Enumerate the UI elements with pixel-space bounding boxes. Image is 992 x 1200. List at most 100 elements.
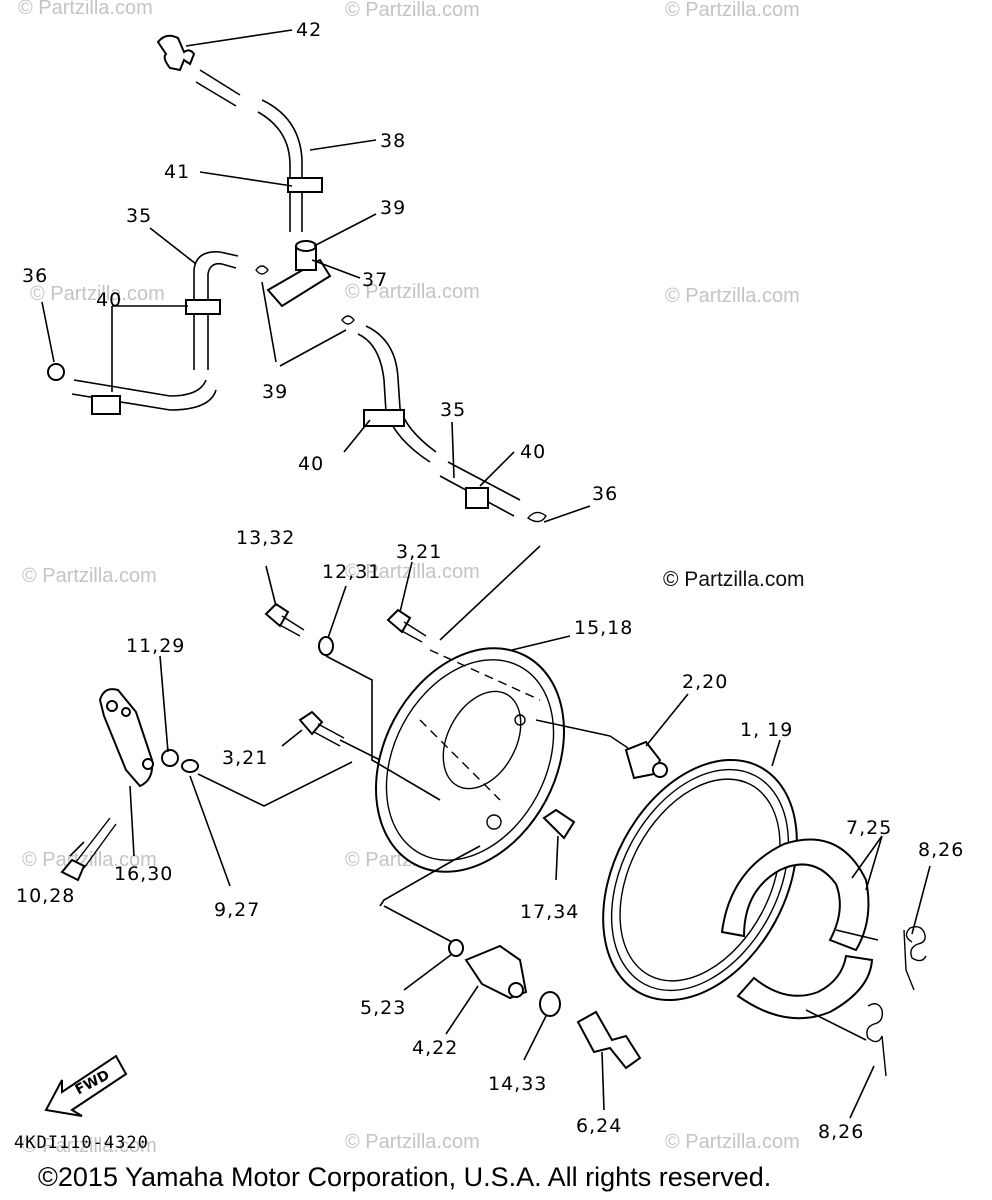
watermark: © Partzilla.com: [345, 1131, 480, 1153]
callout-36: 36: [22, 265, 48, 287]
watermark: © Partzilla.com: [665, 0, 800, 21]
lever-hole: [106, 700, 118, 712]
cam-shaft-end: [508, 982, 524, 998]
brake-panel-hub: [442, 690, 522, 790]
diagram-code: 4KDI110-4320: [14, 1133, 149, 1153]
leader-lines: [41, 29, 931, 1119]
clamp-40b: [91, 395, 121, 415]
breather-hose-assembly: [47, 34, 547, 523]
spring-8a-hook: [903, 929, 915, 991]
brake-drum-inner: [619, 778, 781, 982]
bolt-10-shank: [75, 817, 117, 869]
callout-40: 40: [520, 441, 546, 463]
hose-35a-lower: [71, 379, 217, 411]
copyright: ©2015 Yamaha Motor Corporation, U.S.A. A…: [38, 1162, 771, 1192]
callouts: 42 38 41 39 35 37 36 40 39 40 35 40 36 1…: [16, 19, 964, 1143]
callout-39: 39: [262, 381, 288, 403]
guide-line: [429, 649, 541, 701]
hose-38: [257, 99, 303, 232]
arrow-icon: [44, 1054, 128, 1117]
watermark: © Partzilla.com: [345, 561, 480, 583]
bolt-3b: [298, 710, 324, 736]
callout-37: 37: [362, 269, 388, 291]
callout-7-25: 7,25: [846, 817, 892, 839]
washer-14: [539, 991, 561, 1017]
panel-boss: [486, 814, 502, 830]
callout-10-28: 10,28: [16, 885, 75, 907]
clip-39b: [255, 265, 269, 275]
callout-17-34: 17,34: [520, 901, 579, 923]
indicator-6: [576, 1010, 642, 1070]
callout-6-24: 6,24: [576, 1115, 622, 1137]
bolt-3a: [386, 608, 412, 634]
watermark: © Partzilla.com: [665, 1131, 800, 1153]
washer-9: [181, 759, 199, 773]
nut-11: [161, 749, 179, 767]
callout-38: 38: [380, 130, 406, 152]
callout-41: 41: [164, 161, 190, 183]
callout-5-23: 5,23: [360, 997, 406, 1019]
hose-35a: [193, 251, 239, 370]
callout-15-18: 15,18: [574, 617, 633, 639]
callout-11-29: 11,29: [126, 635, 185, 657]
callout-42: 42: [296, 19, 322, 41]
watermark: © Partzilla.com: [345, 281, 480, 303]
guide-line: [419, 719, 501, 801]
lever-hole: [121, 707, 131, 717]
hose-38-upper: [195, 69, 241, 107]
callout-40: 40: [96, 289, 122, 311]
bolt-10: [60, 858, 86, 882]
hose-35b: [357, 325, 437, 463]
callout-36: 36: [592, 483, 618, 505]
brake-assembly: [60, 545, 927, 1077]
callout-1-19: 1, 19: [740, 719, 793, 741]
clamp-41: [287, 177, 323, 193]
brake-cam-shaft: [609, 735, 629, 749]
spring-8a: [905, 925, 927, 962]
clip-36b: [526, 511, 547, 523]
guide-line: [439, 545, 541, 641]
callout-4-22: 4,22: [412, 1037, 458, 1059]
callout-16-30: 16,30: [114, 863, 173, 885]
brake-shoe-lower: [736, 954, 874, 1020]
callout-9-27: 9,27: [214, 899, 260, 921]
guide-line: [805, 1009, 867, 1041]
clamp-40c: [363, 409, 405, 427]
callout-40: 40: [298, 453, 324, 475]
callout-3-21: 3,21: [396, 541, 442, 563]
guide-line: [379, 845, 481, 907]
clamp-40d: [465, 487, 489, 509]
o-ring-5: [448, 939, 464, 957]
watermark: © Partzilla.com: [30, 283, 165, 305]
guide-line: [383, 905, 453, 943]
bolt-3b-shank: [313, 723, 345, 747]
guide-line: [535, 719, 611, 737]
bolt-13-shank: [277, 615, 305, 637]
panel-boss: [514, 714, 526, 726]
callout-39: 39: [380, 197, 406, 219]
fwd-arrow: FWD: [44, 1054, 128, 1117]
clip-39c: [341, 315, 355, 325]
bolt-3a-shank: [399, 621, 427, 643]
callout-12-31: 12,31: [322, 561, 381, 583]
callout-2-20: 2,20: [682, 671, 728, 693]
bolt-13: [264, 602, 290, 628]
clip-36a: [47, 363, 65, 381]
brake-cam-end: [652, 762, 668, 778]
callout-35: 35: [126, 205, 152, 227]
washer-12: [318, 636, 334, 656]
guide-line: [835, 929, 879, 941]
watermark: © Partzilla.com: [22, 1135, 157, 1157]
joint-37-top: [295, 240, 317, 252]
callout-3-21: 3,21: [222, 747, 268, 769]
spring-8b: [866, 1003, 887, 1077]
watermark: © Partzilla.com: [665, 285, 800, 307]
brake-panel-rim: [385, 659, 555, 861]
guide-line: [325, 655, 441, 801]
guide-line: [197, 761, 353, 807]
lever-hole: [142, 758, 154, 770]
guide-line: [339, 739, 381, 761]
callout-8-26: 8,26: [918, 839, 964, 861]
callout-13-32: 13,32: [236, 527, 295, 549]
callout-8-26: 8,26: [818, 1121, 864, 1143]
